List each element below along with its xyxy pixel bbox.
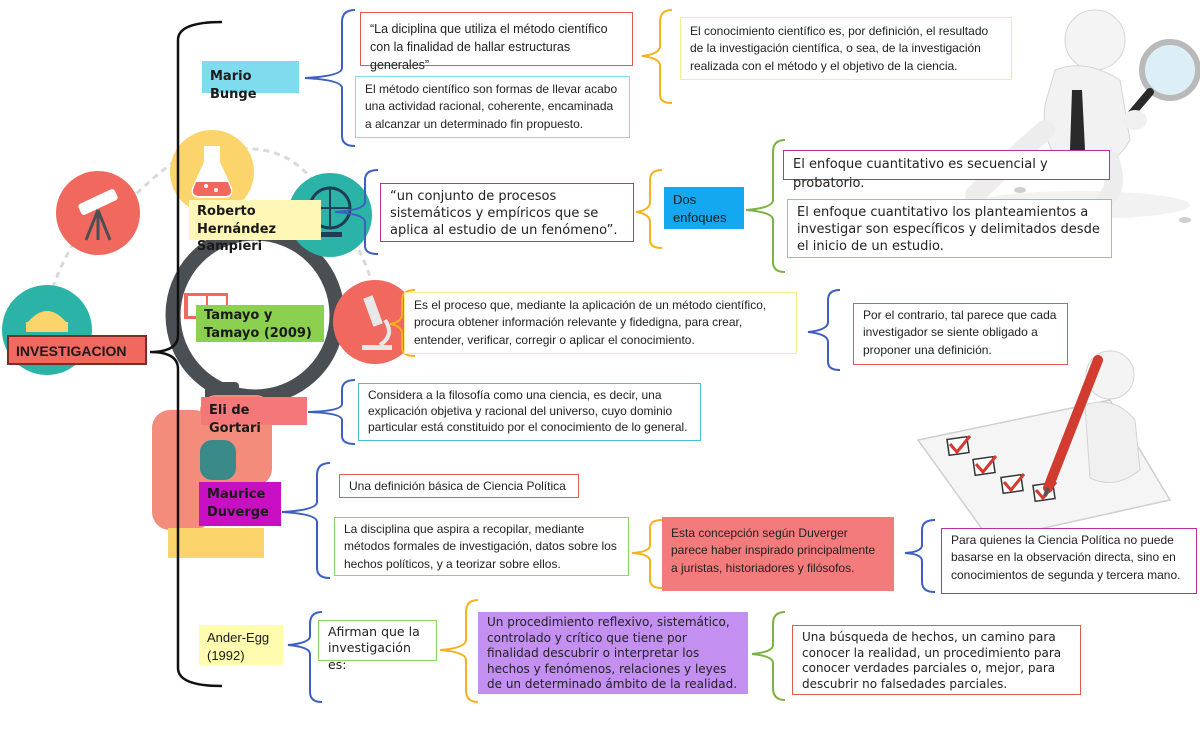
checklist-figure-icon [916,350,1172,541]
bunge-definition-quote: “La diciplina que utiliza el método cien… [360,12,633,72]
author-mario-bunge: Mario Bunge [202,61,299,102]
flask-icon [170,130,254,214]
tamayo-obligado: Por el contrario, tal parece que cada in… [853,303,1068,365]
root-node: INVESTIGACION [7,335,147,365]
hand-icon [152,395,272,558]
author-tamayo: Tamayo y Tamayo (2009) [196,305,324,342]
bunge-definition-knowledge: El conocimiento científico es, por defin… [680,17,1012,80]
duverger-concepcion: Esta concepción según Duverger parece ha… [662,517,894,591]
main-brace [149,20,223,688]
hernandez-definition: “un conjunto de procesos sistemáticos y … [380,183,634,242]
anderegg-busqueda: Una búsqueda de hechos, un camino para c… [792,625,1081,695]
anderegg-afirman: Afirman que la investigación es: [318,620,437,672]
enfoque-planteamientos: El enfoque cuantitativo los planteamient… [787,199,1112,258]
duverger-disciplina: La disciplina que aspira a recopilar, me… [334,517,629,576]
author-eli-de-gortari: Eli de Gortari [201,397,307,436]
author-maurice-duverger: Maurice Duverge [199,482,281,526]
enfoque-secuencial: El enfoque cuantitativo es secuencial y … [783,150,1110,191]
author-hernandez-sampieri: Roberto Hernández Sampieri [189,200,321,254]
anderegg-procedimiento: Un procedimiento reflexivo, sistemático,… [478,612,748,694]
author-ander-egg: Ander-Egg (1992) [199,625,283,665]
microscope-icon [333,280,417,364]
bunge-definition-method: El método científico son formas de lleva… [355,76,630,138]
telescope-icon [56,171,140,255]
duverger-ciencia-politica: Una definición básica de Ciencia Polític… [339,474,579,498]
tamayo-definition: Es el proceso que, mediante la aplicació… [404,292,797,354]
dos-enfoques-node: Dos enfoques [664,187,744,229]
gortari-definition: Considera a la filosofía como una cienci… [358,383,701,441]
duverger-observacion: Para quienes la Ciencia Política no pued… [941,528,1197,594]
